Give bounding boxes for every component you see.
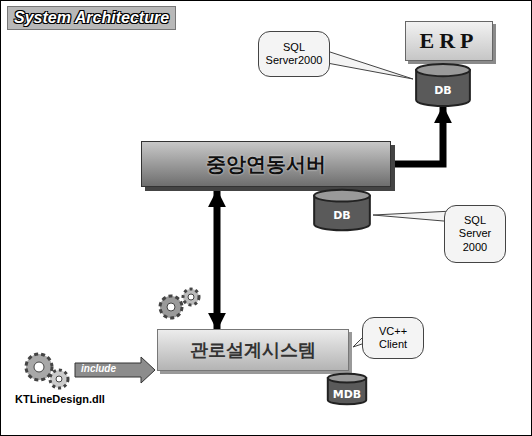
title-box: System Architecture [7,6,176,30]
gear-icon [26,354,52,380]
node-text: DB [333,209,351,222]
include-label: include [81,363,116,374]
include-arrow [75,357,155,383]
callout-bubble: SQL Server2000 [258,31,330,77]
node-text: ERP [420,28,479,54]
node-text: DB [434,84,452,97]
gear-icon [50,370,68,388]
server-box: 중앙연동서버 [141,141,391,187]
system-box: ERP [405,21,493,61]
title-text: System Architecture [14,9,169,27]
connector-arrow [214,191,221,329]
node-text: SQL Server2000 [263,41,325,67]
database-cylinder: DB [415,63,471,107]
database-cylinder: MDB [327,373,367,405]
node-text: SQL Server 2000 [449,214,501,254]
node-text: MDB [333,388,361,401]
callout-bubble: VC++ Client [362,317,424,359]
callout-tail [327,51,413,79]
node-text: 관로설계시스템 [190,338,316,362]
file-name: KTLineDesign.dll [15,393,105,405]
client-box: 관로설계시스템 [157,329,349,371]
node-text: 중앙연동서버 [206,151,326,178]
database-cylinder: DB [313,189,371,231]
gear-icon [183,289,199,305]
connector-arrow [395,107,443,164]
node-text: VC++ Client [367,325,419,351]
callout-bubble: SQL Server 2000 [444,205,506,263]
gear-icon [160,296,182,318]
